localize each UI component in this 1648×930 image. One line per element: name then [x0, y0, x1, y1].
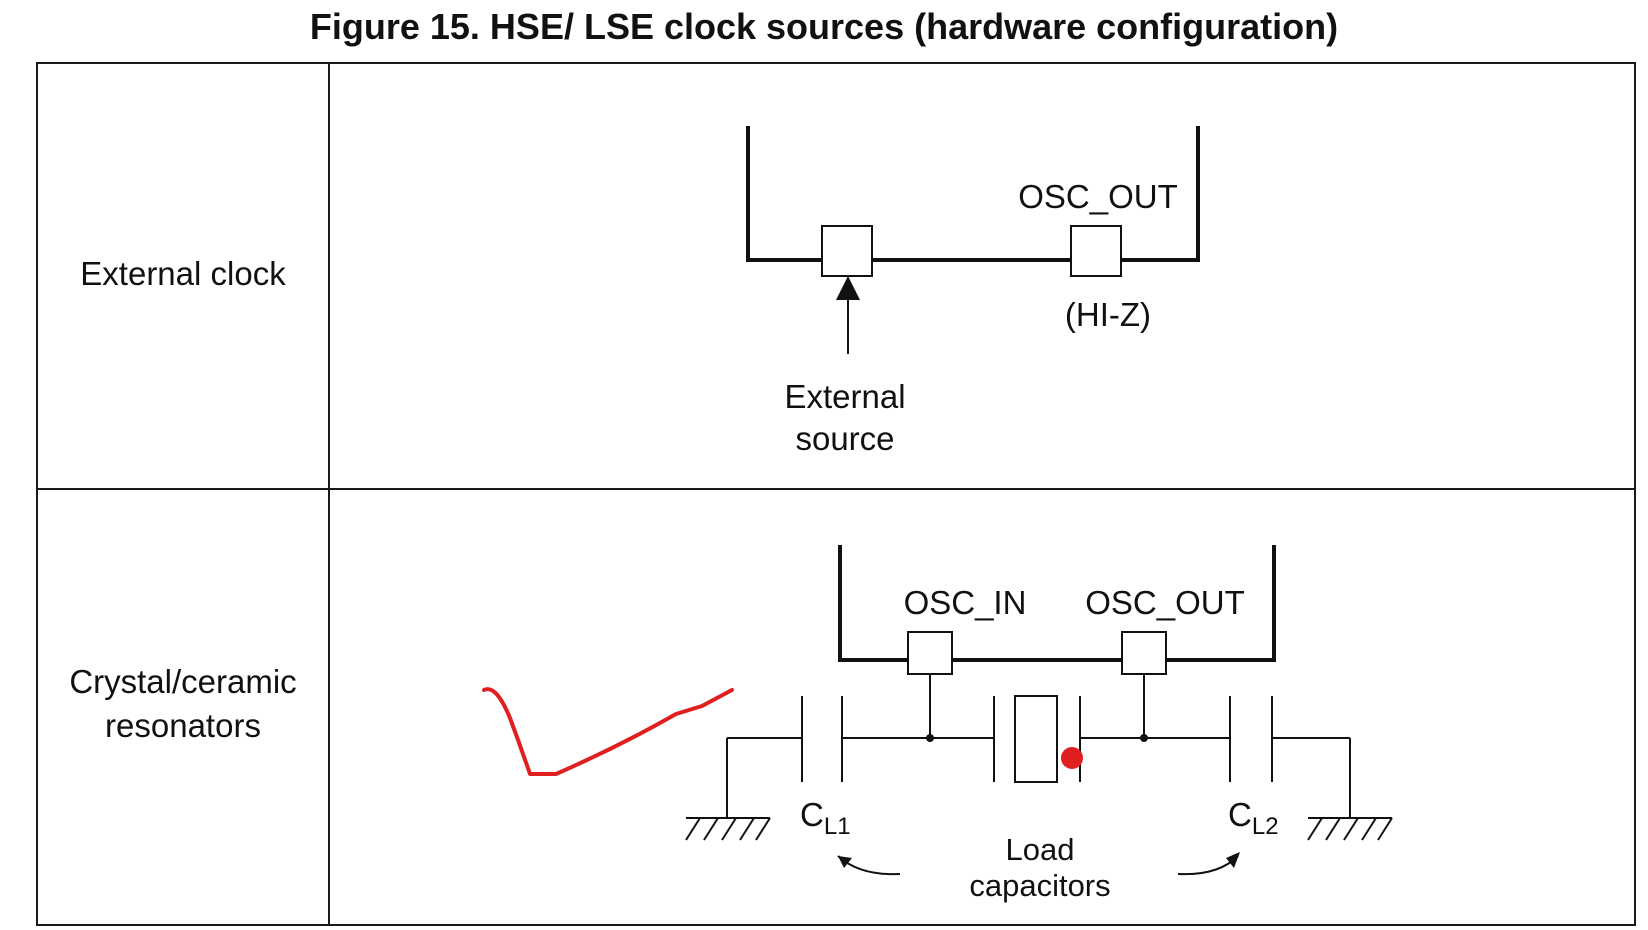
crystal-schematic: OSC_IN OSC_OUT: [685, 545, 1393, 903]
chip-outline-2: [838, 545, 1276, 662]
cl1-label: CL1: [800, 796, 851, 840]
hi-z-label: (HI-Z): [1065, 296, 1151, 333]
external-source-label-line1: External: [784, 378, 905, 415]
crystal-body: [1014, 695, 1058, 783]
row-label-crystal-line2: resonators: [105, 707, 261, 744]
osc-in-pin-1: [821, 225, 873, 277]
chip-outline-1: [746, 126, 1200, 262]
red-annotation-dot: [1061, 747, 1083, 769]
ground-right-icon: [1307, 817, 1393, 841]
row-label-crystal-line1: Crystal/ceramic: [69, 663, 297, 700]
osc-out-label-1: OSC_OUT: [1018, 178, 1178, 215]
osc-in-pin-2: [907, 631, 953, 675]
load-arrowhead-right: [1226, 852, 1240, 868]
row-label-crystal: Crystal/ceramic resonators: [38, 660, 328, 748]
osc-out-pin-1: [1070, 225, 1122, 277]
osc-out-label-2: OSC_OUT: [1085, 584, 1245, 621]
external-clock-schematic: OSC_OUT (HI-Z) External source: [746, 126, 1200, 457]
osc-in-label-2: OSC_IN: [904, 584, 1027, 621]
load-label-line2: capacitors: [969, 868, 1110, 903]
table-frame: [36, 62, 1636, 926]
red-annotation-stroke: [482, 687, 734, 776]
row-label-external-clock: External clock: [80, 255, 286, 292]
cl2-label: CL2: [1228, 796, 1279, 840]
row-divider: [36, 488, 1636, 490]
external-source-label-line2: source: [795, 420, 894, 457]
figure-title: Figure 15. HSE/ LSE clock sources (hardw…: [309, 6, 1339, 47]
osc-out-pin-2: [1121, 631, 1167, 675]
column-divider: [328, 62, 330, 926]
load-arrowhead-left: [838, 856, 852, 868]
load-label-line1: Load: [1006, 832, 1075, 867]
ground-left-icon: [685, 817, 771, 841]
